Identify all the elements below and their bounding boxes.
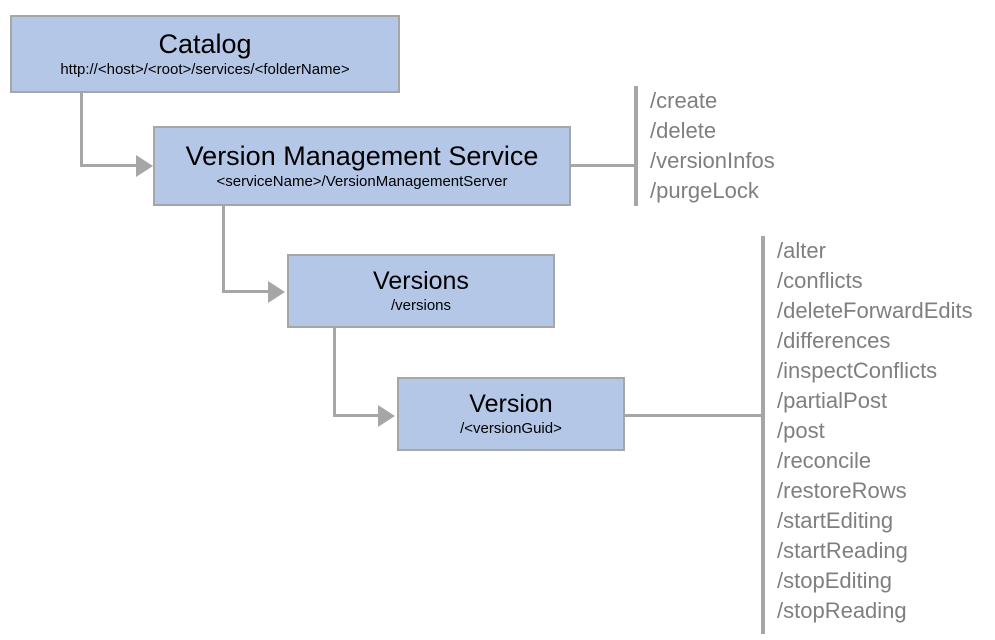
version-operation-item[interactable]: /inspectConflicts: [777, 358, 938, 383]
node-catalog-subtitle: http://<host>/<root>/services/<folderNam…: [60, 61, 350, 79]
connector-service-to-versions-horizontal: [222, 290, 270, 293]
bracket-service-operations: [634, 86, 638, 206]
version-operations-list: /alter /conflicts /deleteForwardEdits /d…: [777, 236, 973, 626]
connector-versions-to-version-vertical: [333, 328, 336, 417]
node-versions-title: Versions: [373, 267, 469, 295]
node-version-management-service[interactable]: Version Management Service <serviceName>…: [153, 126, 571, 206]
node-version-management-service-title: Version Management Service: [185, 140, 539, 171]
version-operation-item[interactable]: /partialPost: [777, 388, 888, 413]
node-catalog[interactable]: Catalog http://<host>/<root>/services/<f…: [10, 15, 400, 93]
service-operations-list: /create /delete /versionInfos /purgeLock: [650, 86, 775, 206]
node-versions-subtitle: /versions: [390, 297, 452, 314]
service-operation-item[interactable]: /purgeLock: [650, 178, 759, 203]
node-version-subtitle: /<versionGuid>: [460, 420, 562, 437]
arrow-head-catalog-to-service: [136, 155, 153, 177]
version-operation-item[interactable]: /startEditing: [777, 508, 894, 533]
version-operation-item[interactable]: /reconcile: [777, 448, 872, 473]
version-operation-item[interactable]: /differences: [777, 328, 891, 353]
version-operation-item[interactable]: /restoreRows: [777, 478, 907, 503]
service-operation-item[interactable]: /delete: [650, 118, 717, 143]
connector-catalog-to-service-vertical: [80, 93, 83, 167]
connector-service-to-operations: [571, 164, 637, 167]
connector-version-to-operations: [625, 414, 765, 417]
service-operation-item[interactable]: /create: [650, 88, 718, 113]
version-operation-item[interactable]: /deleteForwardEdits: [777, 298, 973, 323]
version-operation-item[interactable]: /alter: [777, 238, 826, 263]
service-operation-item[interactable]: /versionInfos: [650, 148, 775, 173]
connector-versions-to-version-horizontal: [333, 414, 380, 417]
version-operation-item[interactable]: /stopEditing: [777, 568, 892, 593]
connector-catalog-to-service-horizontal: [80, 164, 138, 167]
node-version-title: Version: [469, 390, 553, 418]
bracket-version-operations: [761, 236, 765, 634]
arrow-head-versions-to-version: [378, 405, 395, 427]
version-operation-item[interactable]: /post: [777, 418, 825, 443]
connector-service-to-versions-vertical: [222, 206, 225, 293]
arrow-head-service-to-versions: [268, 281, 285, 303]
node-version[interactable]: Version /<versionGuid>: [397, 377, 625, 451]
version-operation-item[interactable]: /stopReading: [777, 598, 907, 623]
node-catalog-title: Catalog: [158, 28, 252, 59]
node-versions[interactable]: Versions /versions: [287, 254, 555, 328]
version-operation-item[interactable]: /startReading: [777, 538, 908, 563]
node-version-management-service-subtitle: <serviceName>/VersionManagementServer: [216, 173, 508, 191]
version-operation-item[interactable]: /conflicts: [777, 268, 863, 293]
